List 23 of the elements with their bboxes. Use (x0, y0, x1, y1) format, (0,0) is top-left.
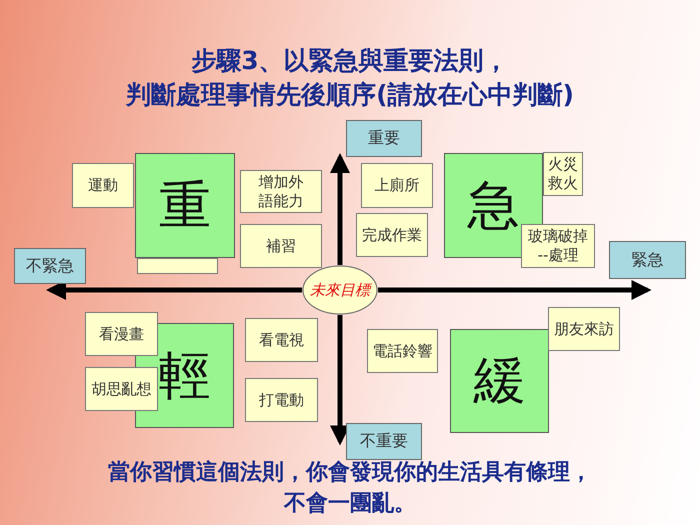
task-card: 朋友來訪 (548, 307, 620, 351)
task-card (137, 258, 218, 274)
axis-label: 重要 (346, 120, 422, 157)
quadrant-box: 緩 (450, 329, 549, 433)
quadrant-box: 重 (135, 153, 235, 258)
axis-label: 不緊急 (14, 248, 86, 284)
center-ellipse: 未來目標 (302, 265, 378, 315)
axis-label: 不重要 (346, 423, 422, 460)
task-card: 運動 (72, 163, 134, 208)
task-card: 玻璃破掉 --處理 (521, 224, 595, 268)
task-card: 電話鈴響 (367, 329, 438, 373)
task-card: 看電視 (245, 318, 318, 362)
task-card: 增加外語能力 (240, 170, 322, 213)
task-card: 補習 (240, 224, 322, 268)
slide-title: 步驟3、以緊急與重要法則，判斷處理事情先後順序(請放在心中判斷) (124, 45, 575, 111)
task-card: 打電動 (245, 378, 318, 422)
task-card: 完成作業 (356, 213, 428, 257)
task-card: 火災救火 (543, 152, 583, 196)
axis-label: 緊急 (609, 241, 686, 279)
task-card: 看漫畫 (85, 312, 158, 356)
slide-caption: 當你習慣這個法則，你會發現你的生活具有條理，不會一團亂。 (107, 459, 593, 518)
task-card: 上廁所 (361, 163, 433, 208)
task-card: 胡思亂想 (85, 367, 158, 411)
